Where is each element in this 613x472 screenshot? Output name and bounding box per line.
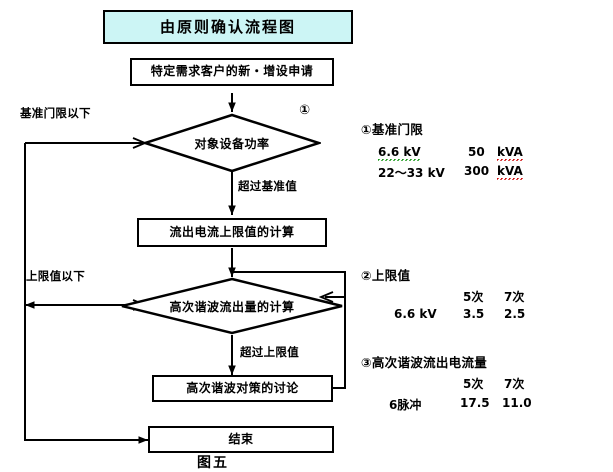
legend-s1-r0-unit: kVA — [497, 145, 523, 161]
legend-section2-heading: ②上限值 — [361, 268, 411, 283]
legend-s2-r0-c2: 2.5 — [504, 307, 526, 321]
legend-s2-col-0: 5次 — [463, 290, 484, 304]
legend-s1-r0-value: 50 — [468, 145, 485, 159]
legend-s3-r0-c2: 11.0 — [502, 396, 532, 410]
node-end-label: 结束 — [228, 431, 254, 446]
legend-s3-r0-label: 6脉冲 — [389, 398, 422, 412]
edge-label-below-base-threshold: 基准门限以下 — [20, 106, 91, 120]
legend-s1-r1-voltage: 22～33 kV — [378, 166, 445, 180]
figure-title: 由原则确认流程图 — [159, 17, 296, 36]
reference-marker-1: ① — [299, 103, 311, 118]
node-process-harmonic-countermeasure: 高次谐波对策的讨论 — [152, 375, 333, 402]
figure-caption: 图五 — [197, 455, 229, 471]
node-process-calc-current-limit: 流出电流上限值的计算 — [137, 218, 327, 247]
node-decision-harmonic-outflow: 高次谐波流出量的计算 — [120, 277, 344, 335]
legend-section1-heading: ①基准门限 — [361, 122, 424, 137]
node-end: 结束 — [148, 426, 334, 453]
node-process1-label: 流出电流上限值的计算 — [169, 224, 295, 239]
edge-label-over-upper-limit: 超过上限值 — [240, 345, 299, 359]
legend-s3-col-1: 7次 — [504, 377, 525, 391]
node-start-label: 特定需求客户的新・增设申请 — [150, 64, 314, 79]
node-start: 特定需求客户的新・增设申请 — [130, 58, 334, 86]
legend-s3-r0-c1: 17.5 — [460, 396, 490, 410]
legend-s1-r1-unit: kVA — [497, 164, 523, 180]
legend-s1-r1-value: 300 — [464, 164, 490, 178]
node-process2-label: 高次谐波对策的讨论 — [186, 380, 299, 395]
node-decision-device-power: 对象设备功率 — [143, 113, 321, 173]
legend-s2-col-1: 7次 — [504, 290, 525, 304]
legend-s3-col-0: 5次 — [463, 377, 484, 391]
legend-section3-heading: ③高次谐波流出电流量 — [361, 355, 488, 370]
figure-title-box: 由原则确认流程图 — [103, 10, 353, 44]
legend-s2-r0-c1: 3.5 — [463, 307, 485, 321]
edge-label-below-upper-limit: 上限值以下 — [26, 269, 85, 283]
legend-s2-r0-label: 6.6 kV — [394, 307, 437, 321]
edge-label-over-base-value: 超过基准值 — [238, 179, 297, 193]
legend-s1-r0-voltage: 6.6 kV — [378, 145, 421, 161]
